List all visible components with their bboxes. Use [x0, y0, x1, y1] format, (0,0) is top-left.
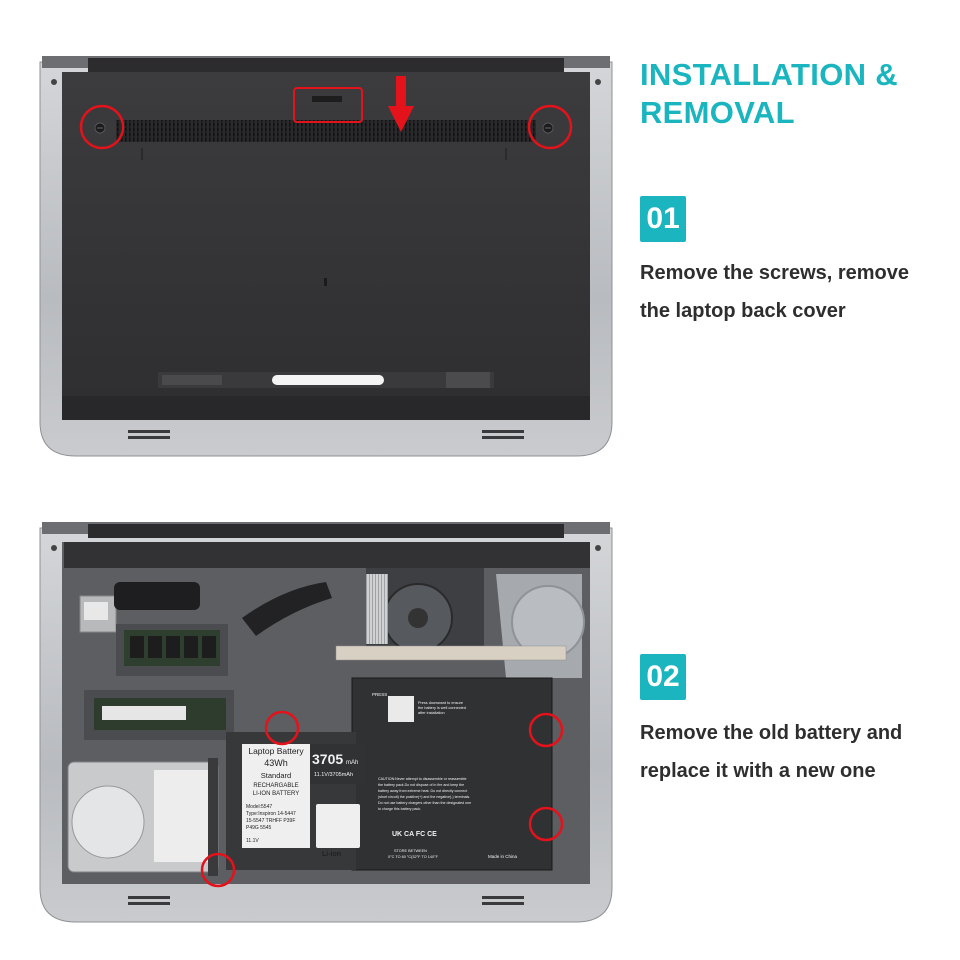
- battery-screw-marker-3: [528, 806, 564, 842]
- screw-right: [542, 122, 554, 134]
- replacement-battery: [226, 677, 553, 871]
- battery-type2: RECHARGABLE: [253, 783, 298, 789]
- rubber-foot-right: [482, 430, 524, 439]
- laptop-internal-photo: Laptop Battery 43Wh Standard RECHARGABLE…: [39, 522, 613, 923]
- rubber-foot-left: [128, 430, 170, 439]
- heat-pipe: [242, 582, 332, 636]
- battery-compat: Type:Inspiron 14-5447: [246, 811, 296, 817]
- step-1-line-2: the laptop back cover: [640, 300, 846, 322]
- step-2-line-1: Remove the old battery and: [640, 722, 903, 744]
- battery-chem: Li-ion: [322, 851, 341, 858]
- battery-caution4: (short circuit) the positive(+) and the …: [378, 795, 470, 799]
- screw-right-marker: [527, 104, 573, 150]
- heading-line-2: REMOVAL: [640, 95, 795, 130]
- battery-origin: Made in China: [488, 854, 518, 859]
- battery-press: PRESS: [372, 692, 387, 697]
- battery-caution5: Do not use battery chargers other than t…: [378, 801, 471, 805]
- battery-compat2: 15-5547 TRHFF P39F: [246, 818, 295, 824]
- battery-marks: UK CA FC CE: [392, 831, 437, 838]
- battery-press-note2: the battery is well connected: [418, 706, 466, 710]
- battery-type1: Standard: [261, 771, 291, 780]
- step-2-line-2: replace it with a new one: [640, 760, 876, 782]
- rubber-foot-left: [128, 896, 170, 905]
- down-arrow-icon: [388, 76, 414, 132]
- battery-mah: 3705: [312, 751, 343, 767]
- battery-voltage: 11.1V: [246, 838, 259, 844]
- battery-caution1: CAUTION:Never attempt to disassemble or …: [378, 777, 466, 781]
- battery-title: Laptop Battery: [248, 746, 304, 756]
- step-2-number-badge: 02: [640, 654, 686, 700]
- battery-type3: LI-ION BATTERY: [253, 791, 299, 797]
- battery-caution6: to charge this battery pack.: [378, 807, 421, 811]
- latch-marker: [293, 87, 363, 123]
- ram-module-top: [116, 624, 228, 676]
- battery-screw-marker-2: [528, 712, 564, 748]
- battery-screw-marker-4: [200, 852, 236, 888]
- battery-store1: STORE BETWEEN: [394, 849, 427, 853]
- hard-drive: [67, 758, 219, 876]
- battery-press-note3: after installation: [418, 711, 445, 715]
- battery-caution2: the battery pack.Do not dispose of in fi…: [378, 783, 464, 787]
- regulatory-label: [158, 372, 494, 388]
- battery-store2: 0°C TO 60 °C(32°F TO 140°F: [388, 855, 439, 859]
- optical-drive-bay: [496, 574, 585, 678]
- ribbon-cable: [335, 645, 567, 661]
- heading-line-1: INSTALLATION &: [640, 57, 898, 92]
- battery-mah-unit: mAh: [346, 760, 358, 766]
- ram-module-bottom: [84, 690, 234, 740]
- page-heading: INSTALLATION & REMOVAL: [640, 56, 940, 132]
- rubber-foot-right: [482, 896, 524, 905]
- wifi-card: [79, 595, 117, 633]
- battery-wh: 43Wh: [264, 758, 288, 768]
- vent-grille: [116, 120, 536, 142]
- battery-spec: 11.1V/3705mAh: [314, 772, 353, 778]
- battery-caution3: battery away from extreme heat. Do not d…: [378, 789, 467, 793]
- laptop-back-cover-photo: [39, 56, 613, 457]
- battery-compat3: P49G 5545: [246, 825, 272, 831]
- screw-left: [94, 122, 106, 134]
- battery-model: Model:5547: [246, 804, 272, 810]
- step-1-number-badge: 01: [640, 196, 686, 242]
- step-2-description: Remove the old battery and replace it wi…: [640, 714, 950, 790]
- step-1-description: Remove the screws, remove the laptop bac…: [640, 254, 950, 330]
- battery-screw-marker-1: [264, 710, 300, 746]
- step-1-line-1: Remove the screws, remove: [640, 262, 910, 284]
- cooling-fan: [366, 568, 484, 658]
- screw-left-marker: [79, 104, 125, 150]
- battery-press-note1: Press downward to ensure: [418, 701, 463, 705]
